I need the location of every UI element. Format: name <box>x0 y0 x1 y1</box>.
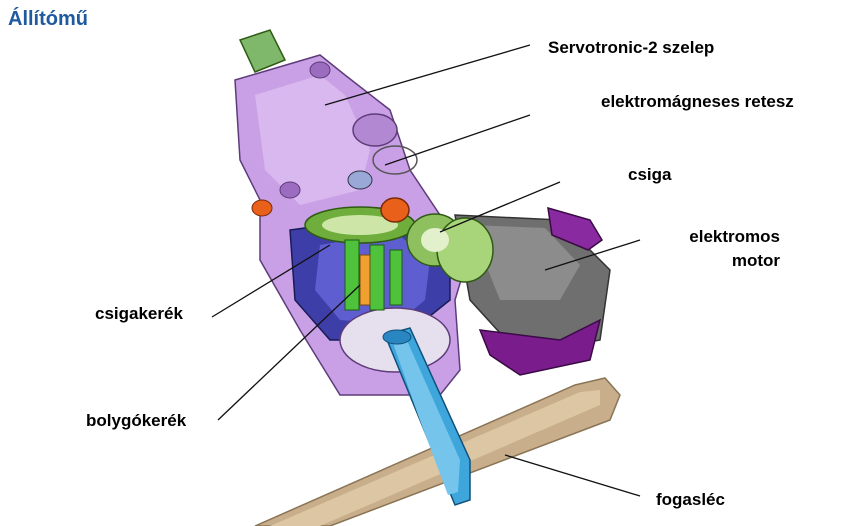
leader-bolygokerek <box>217 284 361 421</box>
label-worm-gear: csigakerék <box>95 304 183 323</box>
worm-gear <box>304 206 416 244</box>
servotronic-valve <box>238 29 287 73</box>
page-title: Állítómű <box>8 8 88 30</box>
leader-csiga <box>439 181 561 233</box>
label-solenoid-latch: elektromágneses retesz <box>601 92 794 111</box>
pinion-shaft <box>382 327 471 506</box>
solenoid-latch <box>251 145 418 223</box>
label-worm: csiga <box>628 165 672 184</box>
worm <box>406 213 494 283</box>
leader-motor <box>544 239 641 271</box>
leader-retesz <box>384 114 531 166</box>
label-servotronic: Servotronic-2 szelep <box>548 38 715 57</box>
leader-lines <box>211 44 641 497</box>
leader-servotronic <box>324 44 531 106</box>
label-planet-gear: bolygókerék <box>86 411 187 430</box>
label-rack: fogasléc <box>656 490 725 509</box>
label-motor-line1: elektromos <box>689 227 780 246</box>
planet-gears <box>344 239 403 311</box>
leader-fogaslec <box>504 454 641 497</box>
leader-csigakerek <box>211 244 331 318</box>
label-motor-line2: motor <box>731 251 780 270</box>
